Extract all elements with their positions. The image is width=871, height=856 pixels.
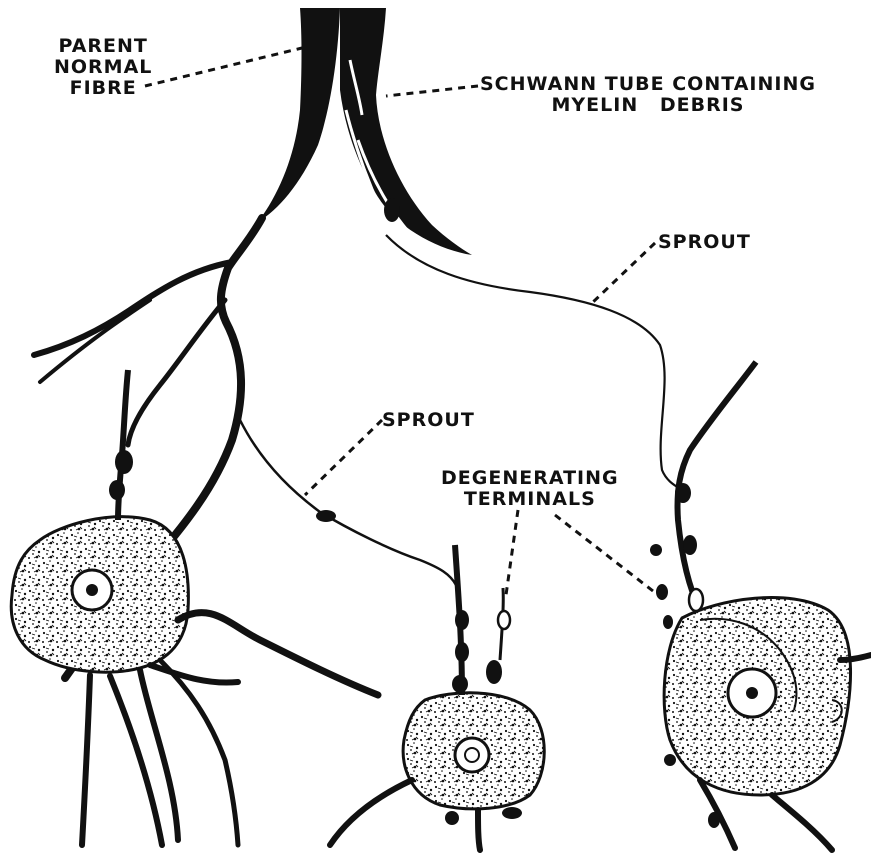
leader-degenerating-right: [555, 515, 662, 598]
label-parent-fibre: PARENT NORMAL FIBRE: [54, 36, 152, 99]
label-schwann-tube: SCHWANN TUBE CONTAINING MYELIN DEBRIS: [480, 74, 816, 116]
branch-mid-left: [128, 300, 225, 445]
branch-left-lower: [40, 300, 150, 382]
degenerating-terminal-end: [486, 660, 502, 684]
branch-left-upper: [34, 262, 232, 355]
leader-sprout-upper: [592, 243, 655, 303]
label-sprout-lower: SPROUT: [382, 410, 475, 431]
right-neuron-apical-dendrite: [678, 362, 757, 610]
label-parent-line3: FIBRE: [54, 78, 152, 99]
leader-degenerating-left: [506, 510, 518, 595]
middle-neuron-nucleus: [455, 738, 489, 772]
label-degenerating-line1: DEGENERATING: [441, 468, 619, 489]
middle-debris-2: [502, 807, 522, 819]
left-neuron-dendrite-mid: [160, 660, 238, 845]
label-degenerating-terminals: DEGENERATING TERMINALS: [441, 468, 619, 510]
right-debris-5: [708, 812, 720, 828]
label-sprout-upper: SPROUT: [658, 232, 751, 253]
sprout-upper-fibre: [386, 235, 684, 492]
middle-debris-1: [445, 811, 459, 825]
schwann-tube: [340, 8, 472, 255]
right-terminal-loop: [689, 589, 703, 611]
leader-sprout-lower: [305, 420, 382, 495]
parent-fibre: [258, 8, 340, 222]
left-terminal-1: [115, 450, 133, 474]
leader-schwann: [386, 86, 478, 96]
right-debris-4: [664, 754, 676, 766]
degenerating-terminal-bead: [498, 611, 510, 629]
right-neuron-nucleolus: [746, 687, 758, 699]
sprout-lower-fibre: [240, 420, 456, 585]
right-terminal-1: [675, 483, 691, 503]
left-neuron-nucleolus: [86, 584, 98, 596]
right-debris-1: [650, 544, 662, 556]
right-debris-3: [663, 615, 673, 629]
label-parent-line1: PARENT: [54, 36, 152, 57]
sprout-lower-swelling: [316, 510, 336, 522]
label-parent-line2: NORMAL: [54, 57, 152, 78]
middle-terminal-1: [455, 610, 469, 630]
right-terminal-2: [683, 535, 697, 555]
left-neuron-dendrite-lower: [82, 665, 238, 845]
label-degenerating-line2: TERMINALS: [441, 489, 619, 510]
label-schwann-line2: MYELIN DEBRIS: [480, 95, 816, 116]
middle-terminal-3: [452, 675, 468, 693]
left-terminal-2: [109, 480, 125, 500]
middle-terminal-2: [455, 642, 469, 662]
leader-parent: [145, 48, 302, 86]
myelin-debris-blob: [384, 198, 400, 222]
label-schwann-line1: SCHWANN TUBE CONTAINING: [480, 74, 816, 95]
